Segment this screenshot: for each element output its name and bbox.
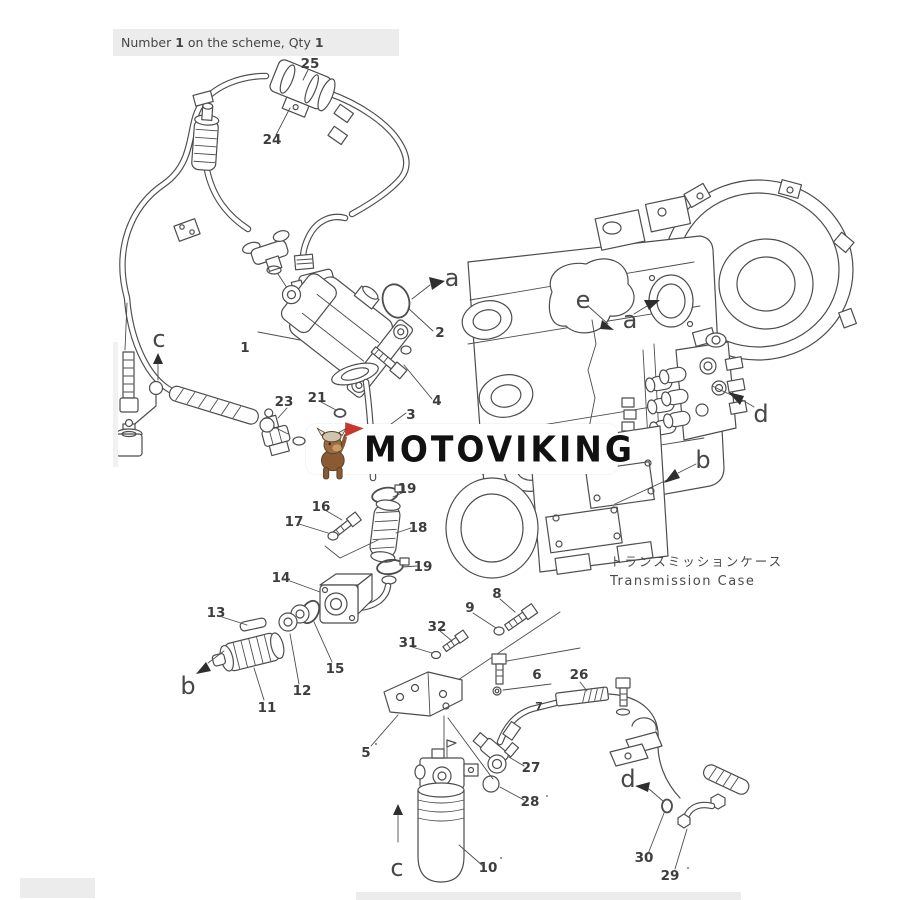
part-label-31: 31 bbox=[399, 635, 418, 651]
filter-cartridge-11 bbox=[211, 632, 285, 672]
caption-transmission-case-en: Transmission Case bbox=[609, 574, 755, 589]
note-qty: 1 bbox=[314, 35, 324, 50]
banjo-fitting bbox=[242, 230, 290, 272]
part-label-21: 21 bbox=[308, 390, 327, 406]
sensor-23 bbox=[261, 408, 291, 457]
section-label-b-case: b bbox=[695, 446, 710, 474]
part-label-2: 2 bbox=[435, 325, 444, 341]
part-label-28: 28 bbox=[521, 794, 540, 810]
part-label-24: 24 bbox=[263, 132, 282, 148]
note-middle: on the scheme, Qty bbox=[183, 35, 315, 50]
section-label-e: e bbox=[576, 286, 591, 314]
hydraulic-pump-1 bbox=[261, 273, 414, 482]
part-label-26: 26 bbox=[570, 667, 589, 683]
section-label-a-top: a bbox=[445, 264, 460, 292]
part-label-5: 5 bbox=[361, 745, 370, 761]
part-label-1: 1 bbox=[240, 340, 249, 356]
part-label-4: 4 bbox=[432, 393, 441, 409]
part-label-25: 25 bbox=[301, 56, 320, 72]
part-label-10: 10 bbox=[479, 860, 498, 876]
hose-assembly-24 bbox=[119, 59, 410, 394]
part-label-23: 23 bbox=[275, 394, 294, 410]
part-label-17: 17 bbox=[285, 514, 304, 530]
part-label-16: 16 bbox=[312, 499, 331, 515]
part-label-30: 30 bbox=[635, 850, 654, 866]
part-label-18: 18 bbox=[409, 520, 428, 536]
filter-head bbox=[414, 739, 479, 789]
section-label-b-filter: b bbox=[180, 672, 195, 700]
return-hose-group bbox=[609, 677, 750, 829]
accumulator-25 bbox=[269, 59, 336, 118]
bottom-center-strip bbox=[356, 892, 741, 900]
scheme-note: Number 1 on the scheme, Qty 1 bbox=[113, 29, 399, 56]
sleeve-26 bbox=[555, 686, 610, 707]
arrow-c-top-icon bbox=[153, 353, 163, 364]
arrow-b-filter-icon bbox=[196, 662, 211, 674]
viking-mascot-icon bbox=[316, 422, 364, 480]
part-label-6: 6 bbox=[532, 667, 541, 683]
part-label-32: 32 bbox=[428, 619, 447, 635]
part-label-19-lower: 19 bbox=[414, 559, 433, 575]
section-label-a-case: a bbox=[623, 306, 638, 334]
part-label-14: 14 bbox=[272, 570, 291, 586]
watermark-brand: MOTOVIKING bbox=[364, 428, 635, 471]
ribbed-fitting bbox=[191, 102, 220, 171]
bottom-left-strip bbox=[20, 878, 95, 898]
section-label-c-bottom: c bbox=[390, 854, 403, 882]
section-label-d-case: d bbox=[753, 400, 768, 428]
flange-block-14 bbox=[319, 573, 373, 624]
section-label-d-hose: d bbox=[620, 765, 635, 793]
note-number: 1 bbox=[175, 35, 184, 50]
filter-mount-group bbox=[383, 603, 681, 883]
part-label-8: 8 bbox=[492, 586, 501, 602]
part-label-27: 27 bbox=[522, 760, 541, 776]
filter-canister-10 bbox=[417, 782, 465, 883]
part-label-29: 29 bbox=[661, 868, 680, 884]
caption-transmission-case-jp: トランスミッションケース bbox=[610, 554, 783, 569]
part-label-11: 11 bbox=[258, 700, 277, 716]
arrow-c-bottom-icon bbox=[393, 804, 403, 815]
arrow-a-top-icon bbox=[429, 277, 445, 290]
part-label-3: 3 bbox=[406, 407, 415, 423]
section-letters: a a e d b b c c d bbox=[152, 264, 768, 882]
arrow-e-icon bbox=[600, 320, 614, 330]
arrow-d-hose-icon bbox=[635, 782, 650, 792]
part-label-7: 7 bbox=[535, 700, 543, 713]
watermark: MOTOVIKING bbox=[306, 422, 632, 480]
section-arrows bbox=[153, 277, 755, 843]
arrow-a-case-icon bbox=[644, 300, 660, 310]
section-label-c-top: c bbox=[152, 325, 165, 353]
transmission-case-drawing bbox=[445, 179, 857, 579]
part-label-13: 13 bbox=[207, 605, 226, 621]
arrow-d-case-icon bbox=[728, 392, 744, 405]
part-label-9: 9 bbox=[465, 600, 474, 616]
left-edge-strip bbox=[113, 342, 118, 467]
part-label-19-upper: 19 bbox=[398, 481, 417, 497]
suction-line-group bbox=[211, 484, 410, 672]
leader-lines bbox=[221, 69, 688, 870]
note-prefix: Number bbox=[121, 35, 176, 50]
part-label-12: 12 bbox=[293, 683, 312, 699]
part-label-15: 15 bbox=[326, 661, 345, 677]
part-labels: 25 24 1 2 3 4 21 23 19 16 17 18 19 14 13… bbox=[207, 56, 689, 884]
arrow-b-case-icon bbox=[664, 469, 680, 483]
